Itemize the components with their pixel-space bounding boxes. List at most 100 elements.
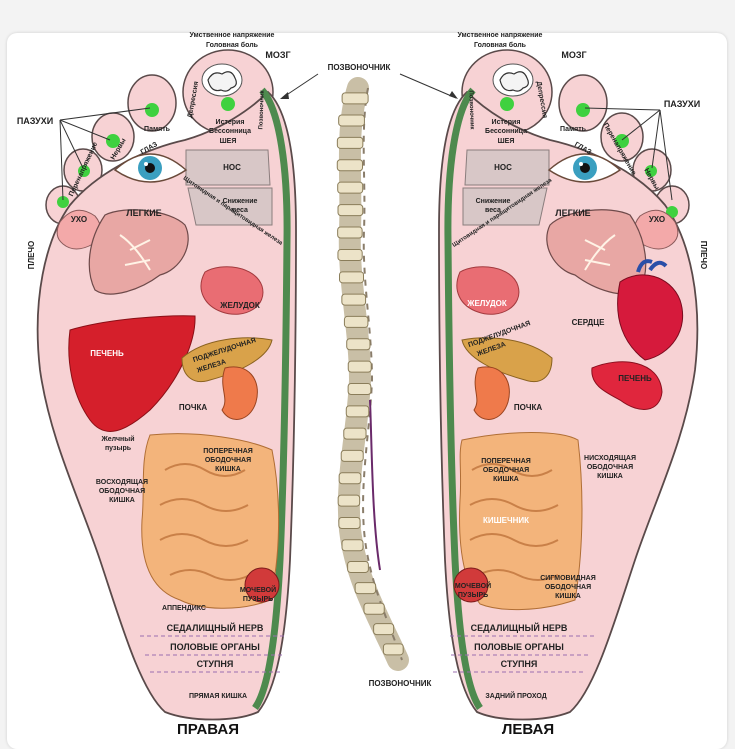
vertebra (337, 181, 364, 194)
vertebra (373, 623, 395, 636)
left-descending-label-2: ОБОДОЧНАЯ (587, 464, 633, 471)
right-green-dot-toe4 (78, 165, 90, 177)
right-green-dot-toe5 (57, 196, 69, 208)
right-weight-label-2: веса (232, 207, 248, 214)
left-sigmoid-label-1: СИГМОВИДНАЯ (540, 575, 596, 582)
right-pancreas-icon (181, 337, 273, 382)
vertebra (346, 338, 371, 351)
left-descending-label-1: НИСХОДЯЩАЯ (584, 455, 636, 462)
right-nose-label: НОС (223, 163, 241, 172)
right-weight-label-1: Снижение (223, 198, 258, 205)
right-brain-label: МОЗГ (265, 50, 290, 60)
left-genitals-label: ПОЛОВЫЕ ОРГАНЫ (474, 642, 564, 652)
left-green-dot-toe4 (645, 165, 657, 177)
right-bladder-label-1: МОЧЕВОЙ (240, 585, 276, 594)
vertebra (337, 248, 363, 261)
right-liver-label: ПЕЧЕНЬ (90, 349, 124, 358)
left-pancreas-icon (461, 337, 553, 382)
right-green-dot-toe3 (106, 134, 120, 148)
vertebra (347, 360, 372, 373)
left-headache-label: Головная боль (474, 41, 527, 49)
left-sciatic-label: СЕДАЛИЩНЫЙ НЕРВ (471, 622, 568, 633)
right-transverse-label-2: ОБОДОЧНАЯ (205, 457, 251, 464)
left-mental-strain-label: Умственное напряжение (458, 32, 543, 39)
vertebra (336, 136, 364, 149)
right-foot (36, 49, 297, 721)
right-stomach-label: ЖЕЛУДОК (219, 301, 260, 310)
vertebra (339, 271, 365, 284)
right-sciatic-label: СЕДАЛИЩНЫЙ НЕРВ (167, 622, 264, 633)
left-heart-label: СЕРДЦЕ (572, 318, 605, 327)
right-foot-zone-label: СТУПНЯ (197, 659, 234, 669)
right-intestine-icon (141, 433, 280, 609)
right-sinuses-label: ПАЗУХИ (17, 116, 53, 126)
right-nose-zone (185, 149, 271, 186)
spine-cord (369, 399, 381, 571)
spine-column (337, 77, 409, 671)
left-sigmoid-label-2: ОБОДОЧНАЯ (545, 584, 591, 591)
left-green-dot-toe2 (576, 103, 590, 117)
spine-arrow-right (399, 73, 457, 99)
left-brain-icon (499, 71, 529, 92)
right-hysteria-label: Истерия (216, 119, 245, 126)
left-sigmoid-label-3: КИШКА (555, 593, 581, 600)
vertebra (347, 383, 372, 396)
left-foot-caption: ЛЕВАЯ (502, 721, 554, 738)
vertebrae (336, 92, 404, 656)
vertebra (341, 293, 367, 306)
vertebra (338, 114, 365, 127)
left-spleen-icon (591, 361, 663, 410)
right-ascending-label-1: ВОСХОДЯЩАЯ (96, 479, 148, 486)
right-kidney-label: ПОЧКА (179, 403, 207, 412)
left-eye-icon (547, 153, 622, 183)
right-kidney-icon (221, 366, 258, 420)
left-foot (438, 49, 699, 721)
left-sinus-pointers (584, 107, 673, 201)
right-genitals-label: ПОЛОВЫЕ ОРГАНЫ (170, 642, 260, 652)
right-lungs-label: ЛЕГКИЕ (126, 208, 161, 218)
right-transverse-label-1: ПОПЕРЕЧНАЯ (203, 448, 253, 455)
spine-bottom-label: ПОЗВОНОЧНИК (369, 679, 432, 688)
left-kidney-icon (473, 366, 510, 420)
left-nose-label: НОС (494, 163, 512, 172)
right-gallbladder-label-1: Желчный (100, 435, 134, 443)
vertebra (345, 405, 370, 418)
right-rectum-label: ПРЯМАЯ КИШКА (189, 693, 247, 700)
vertebra (340, 449, 364, 462)
right-headache-label: Головная боль (206, 41, 259, 49)
right-brain-icon (207, 71, 237, 92)
right-stomach-icon (200, 266, 264, 315)
spine-arrow-left-head (280, 92, 289, 99)
vertebra (363, 602, 385, 615)
right-gallbladder-label-2: пузырь (105, 445, 132, 452)
left-bladder-label-1: МОЧЕВОЙ (455, 581, 491, 590)
left-spleen-label: ПЕЧЕНЬ (618, 374, 652, 383)
right-appendix-label: АППЕНДИКС (162, 605, 206, 612)
right-bladder-label-2: ПУЗЫРЬ (243, 596, 273, 603)
left-shoulder-label: ПЛЕЧО (699, 241, 708, 270)
left-spine-side-label: Позвоночник (467, 90, 474, 129)
left-transverse-label-1: ПОПЕРЕЧНАЯ (481, 458, 531, 465)
right-liver-icon (68, 315, 196, 432)
right-memory-label: Память (144, 126, 171, 133)
left-green-dot-bigtoe (500, 97, 514, 111)
left-weight-label-1: Снижение (476, 198, 511, 205)
left-bladder-icon (453, 567, 489, 603)
spine-canal (362, 87, 403, 661)
right-sinus-pointers (59, 107, 151, 201)
vertebra (343, 315, 369, 328)
right-insomnia-label: Бессонница (209, 128, 251, 135)
right-green-dot-bigtoe (221, 97, 235, 111)
right-transverse-label-3: КИШКА (215, 466, 241, 473)
right-foot-caption: ПРАВАЯ (177, 721, 239, 738)
left-hysteria-label: Истерия (492, 119, 521, 126)
left-stomach-icon (456, 266, 520, 315)
right-mental-strain-label: Умственное напряжение (190, 32, 275, 39)
right-ear-label: УХО (71, 215, 87, 224)
left-bladder-label-2: ПУЗЫРЬ (458, 592, 488, 599)
left-insomnia-label: Бессонница (485, 128, 527, 135)
right-shoulder-label: ПЛЕЧО (27, 241, 36, 270)
vertebra (347, 560, 369, 573)
vertebra (343, 427, 367, 440)
